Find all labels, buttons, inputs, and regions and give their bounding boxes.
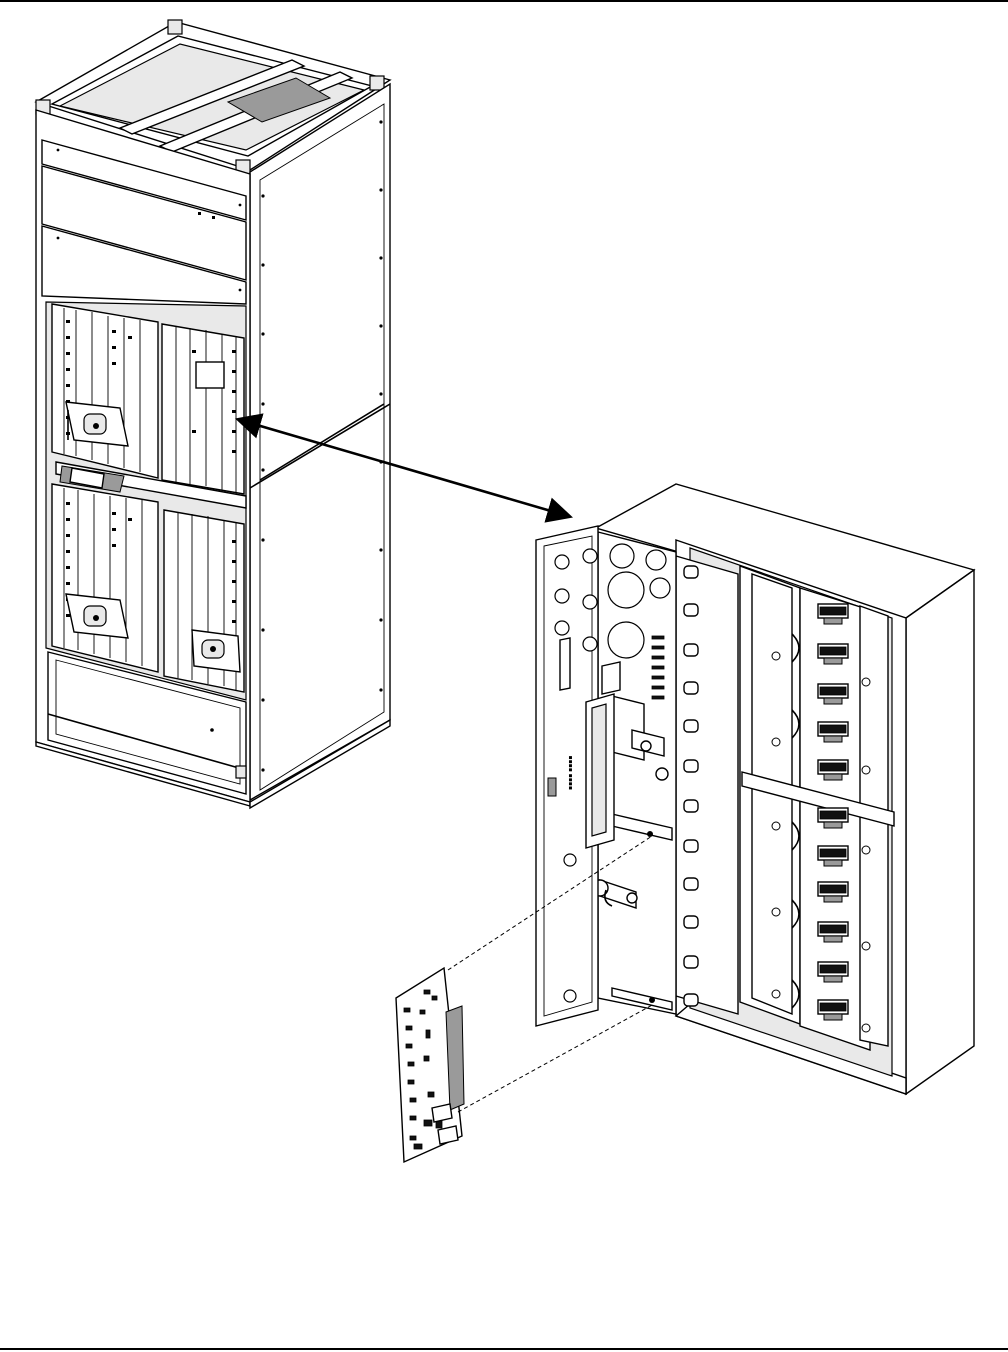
cabinet-side-panel	[250, 84, 390, 800]
cable-guide-column	[676, 556, 738, 1014]
door-label-plate	[548, 778, 556, 796]
upper-power-module	[196, 362, 224, 388]
upper-fuse-holder	[66, 402, 128, 446]
equipment-cabinet	[36, 20, 390, 808]
door-label: ▪▪▪▪ ▪▪▪▪	[567, 756, 574, 790]
circuit-board	[396, 968, 464, 1162]
module-housing-side	[906, 570, 974, 1094]
subrack-module: ▪▪▪▪ ▪▪▪▪	[536, 484, 974, 1094]
lower-fuse-holder-left	[66, 594, 128, 638]
lower-fuse-holder-right	[192, 630, 240, 672]
